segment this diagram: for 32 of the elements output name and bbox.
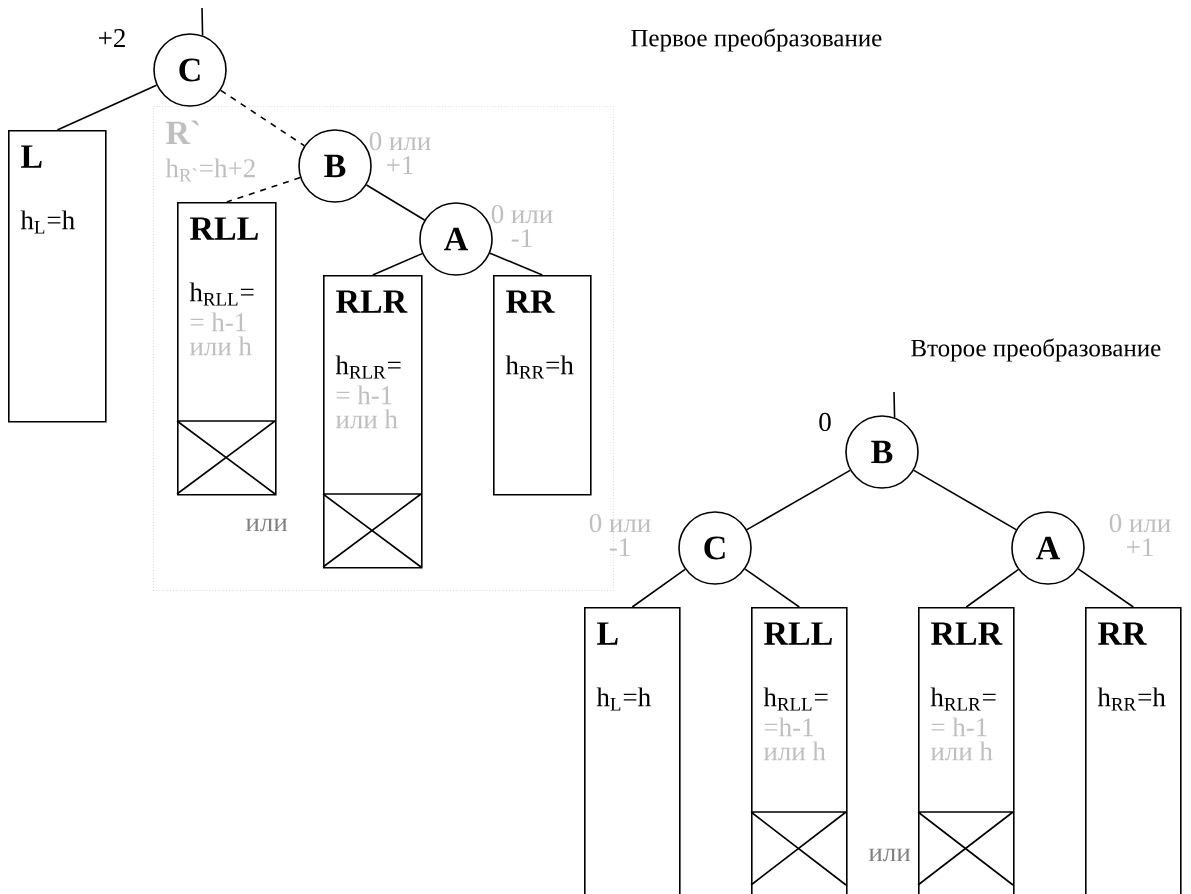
tree-edge [744,568,801,608]
tree-edge [219,89,306,147]
or-label: или [868,848,911,862]
balance-label: +2 [99,29,125,47]
tree-edge [365,184,426,221]
tree-edge [631,568,686,608]
title-text: Первое преобразование [631,28,882,52]
balance-label: 0 или -1 [491,205,553,247]
subtree-box: L h$_{L}$=h [584,607,681,894]
balance-label: 0 [819,412,831,432]
title-text: Второе преобразование [911,338,1161,362]
subtree-box: RLL h$_{RLL}$= = h-1 или h [176,202,277,496]
tree-edge [746,469,851,531]
balance-label: 0 или +1 [1109,514,1171,556]
subtree-box: RR h$_{RR}$=h [1085,607,1182,894]
tree-edge [201,7,204,37]
tree-edge [226,176,301,203]
subtree-box: RLL h$_{RLL}$= =h-1 или h [750,607,848,894]
balance-label: 0 или +1 [369,132,431,174]
tree-edge [913,469,1017,531]
tree-edge [372,252,424,276]
tree-edge [489,252,544,276]
tree-edge [56,84,158,131]
or-label: или [245,518,288,532]
subtree-box: RLR h$_{RLR}$= = h-1 или h [322,275,423,569]
tree-edge [893,391,896,419]
subtree-box: RR h$_{RR}$=h [493,275,592,496]
balance-label: 0 или -1 [589,514,651,556]
subtree-box: RLR h$_{RLR}$= = h-1 или h [917,607,1015,894]
subtree-box: L h$_{L}$=h [8,130,107,423]
tree-edge [1077,568,1135,608]
tree-edge [965,568,1019,608]
